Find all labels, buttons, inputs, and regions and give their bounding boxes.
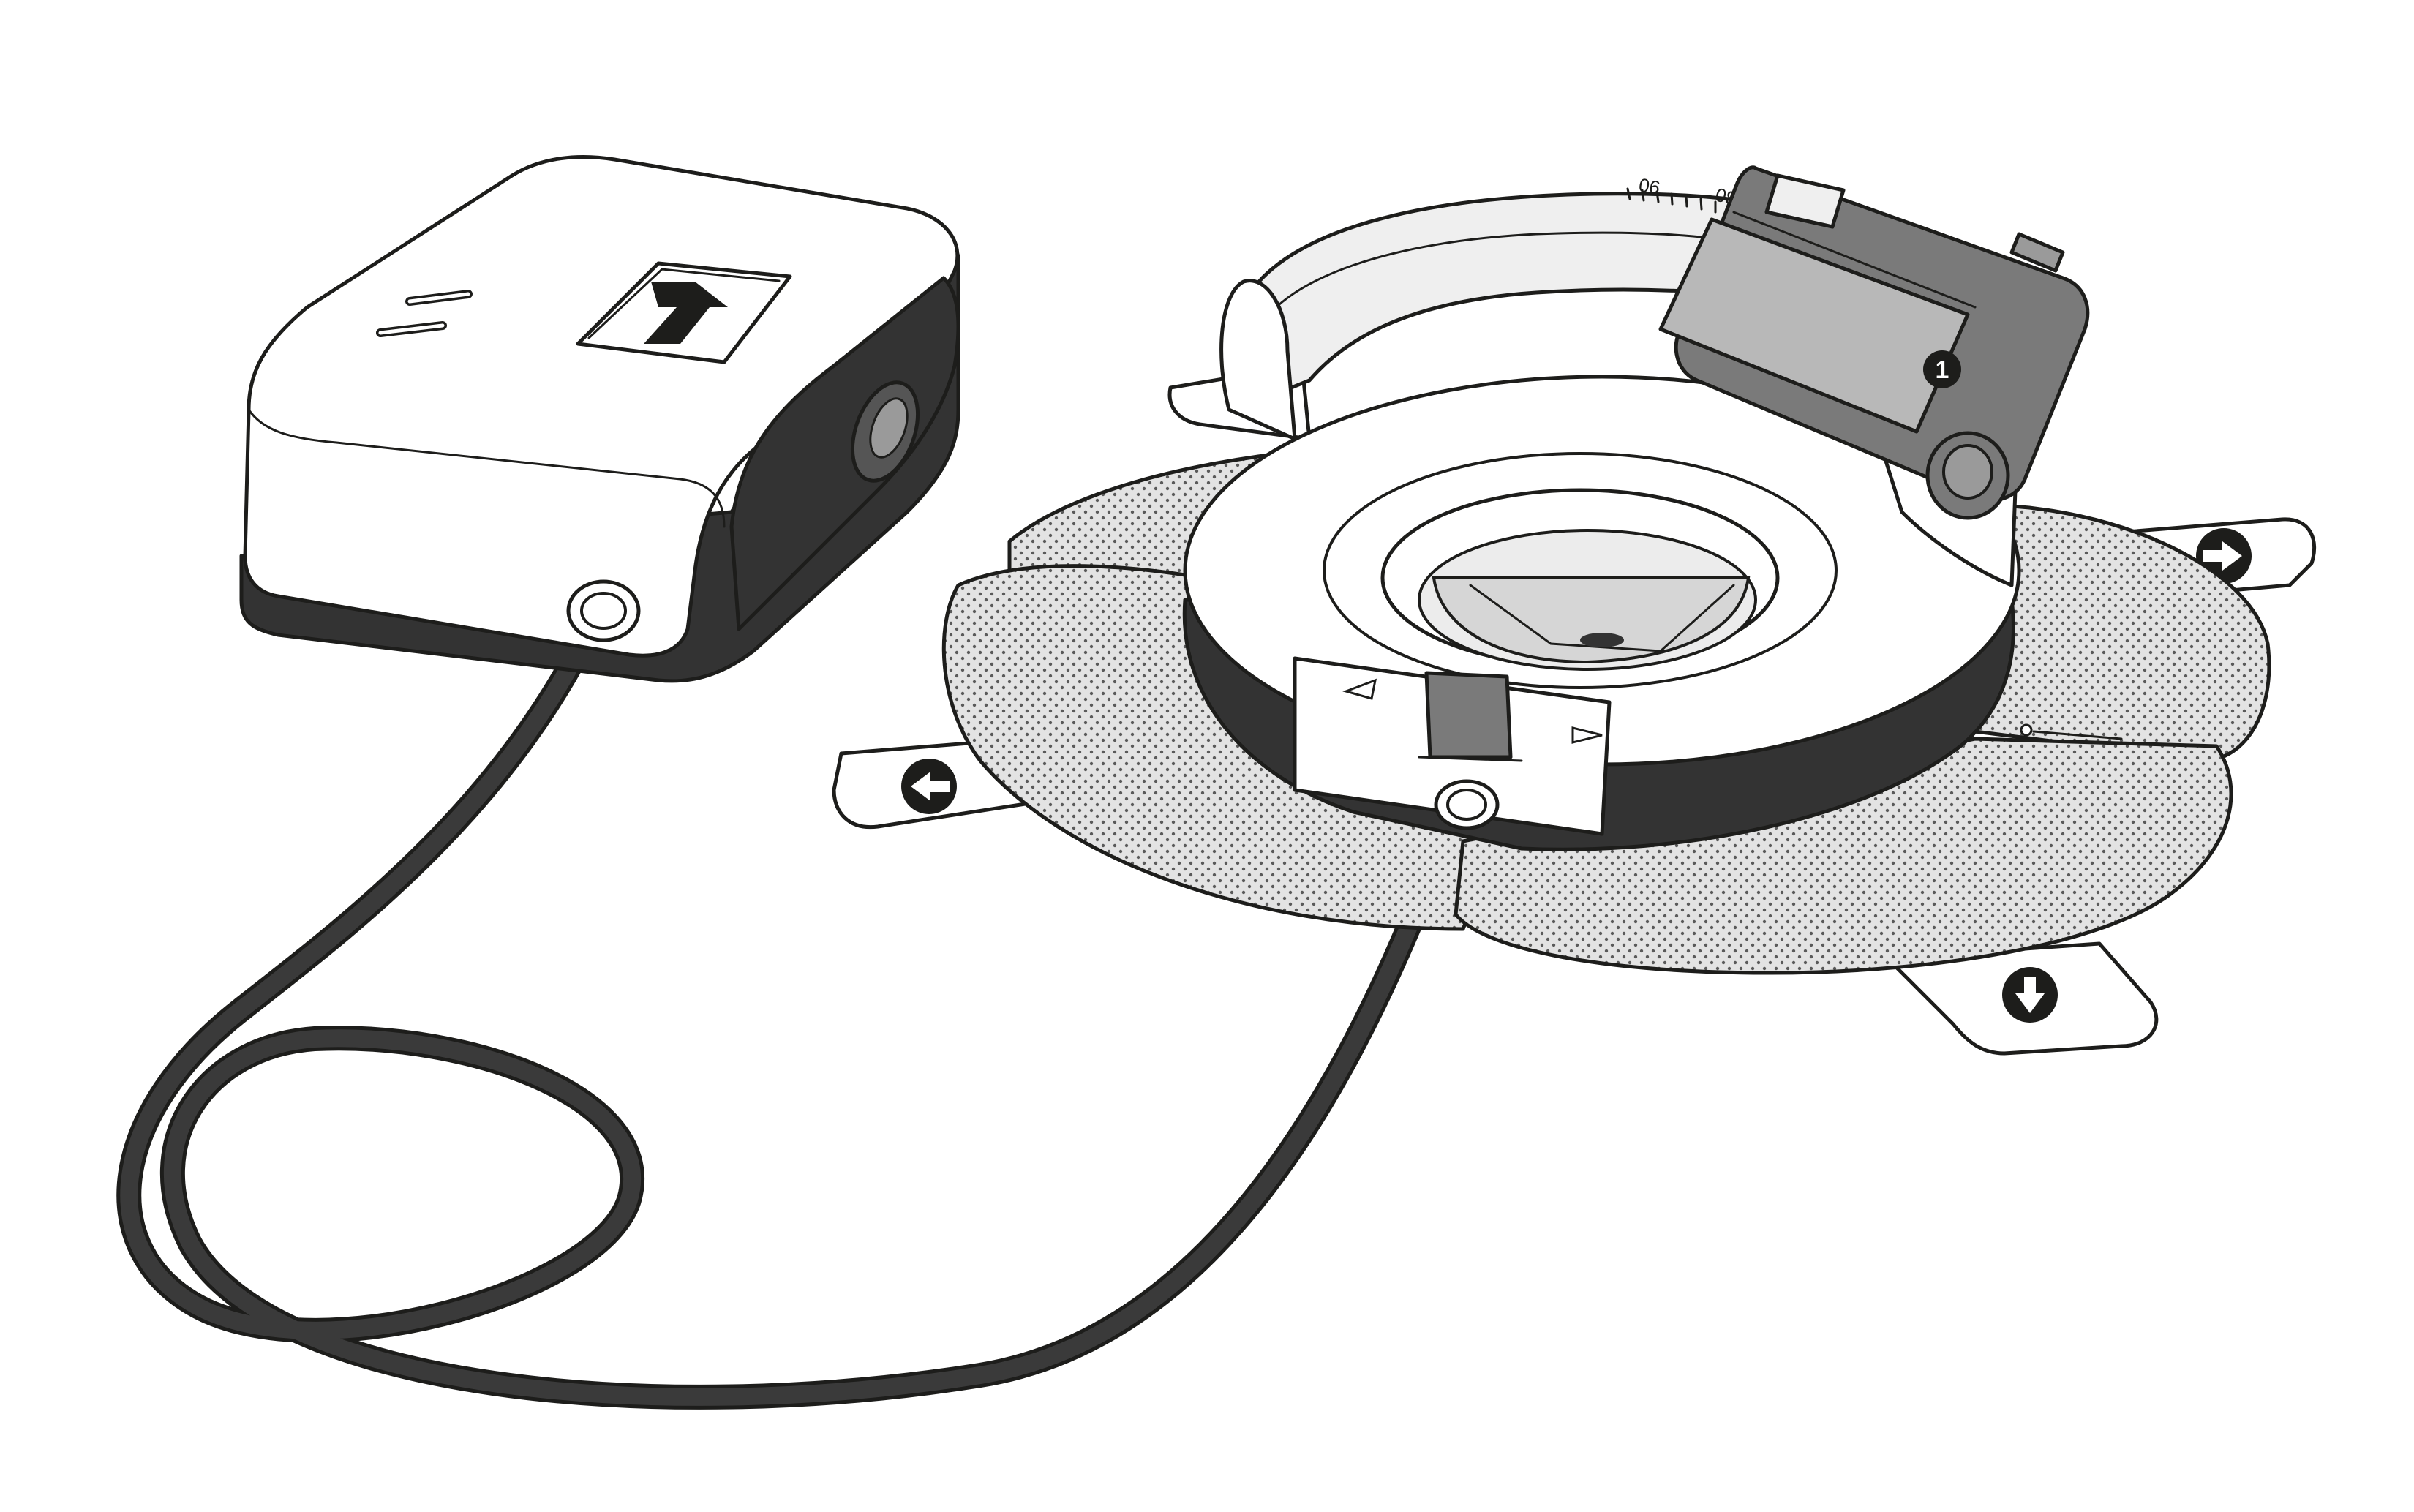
step-badge: 1 xyxy=(1923,350,1961,388)
knob-icon[interactable] xyxy=(840,374,930,490)
control-unit xyxy=(239,155,960,683)
vent-slots xyxy=(376,290,473,337)
cable-port xyxy=(566,579,641,642)
clip-knob[interactable] xyxy=(1925,431,2010,520)
cable xyxy=(116,595,1468,1410)
arrow-up-button[interactable] xyxy=(576,261,792,364)
step-badge-label: 1 xyxy=(1936,356,1949,384)
arrow-up-icon xyxy=(644,282,728,344)
arrow-left-icon xyxy=(901,759,957,814)
ring-cable-port xyxy=(1434,779,1500,830)
clip-module[interactable]: 1 xyxy=(1658,165,2090,520)
base-tab-bottom[interactable] xyxy=(1885,941,2159,1056)
arrow-down-icon xyxy=(2002,967,2058,1023)
latch[interactable] xyxy=(1293,656,1612,836)
dial-label-90: 90 xyxy=(1637,174,1662,200)
